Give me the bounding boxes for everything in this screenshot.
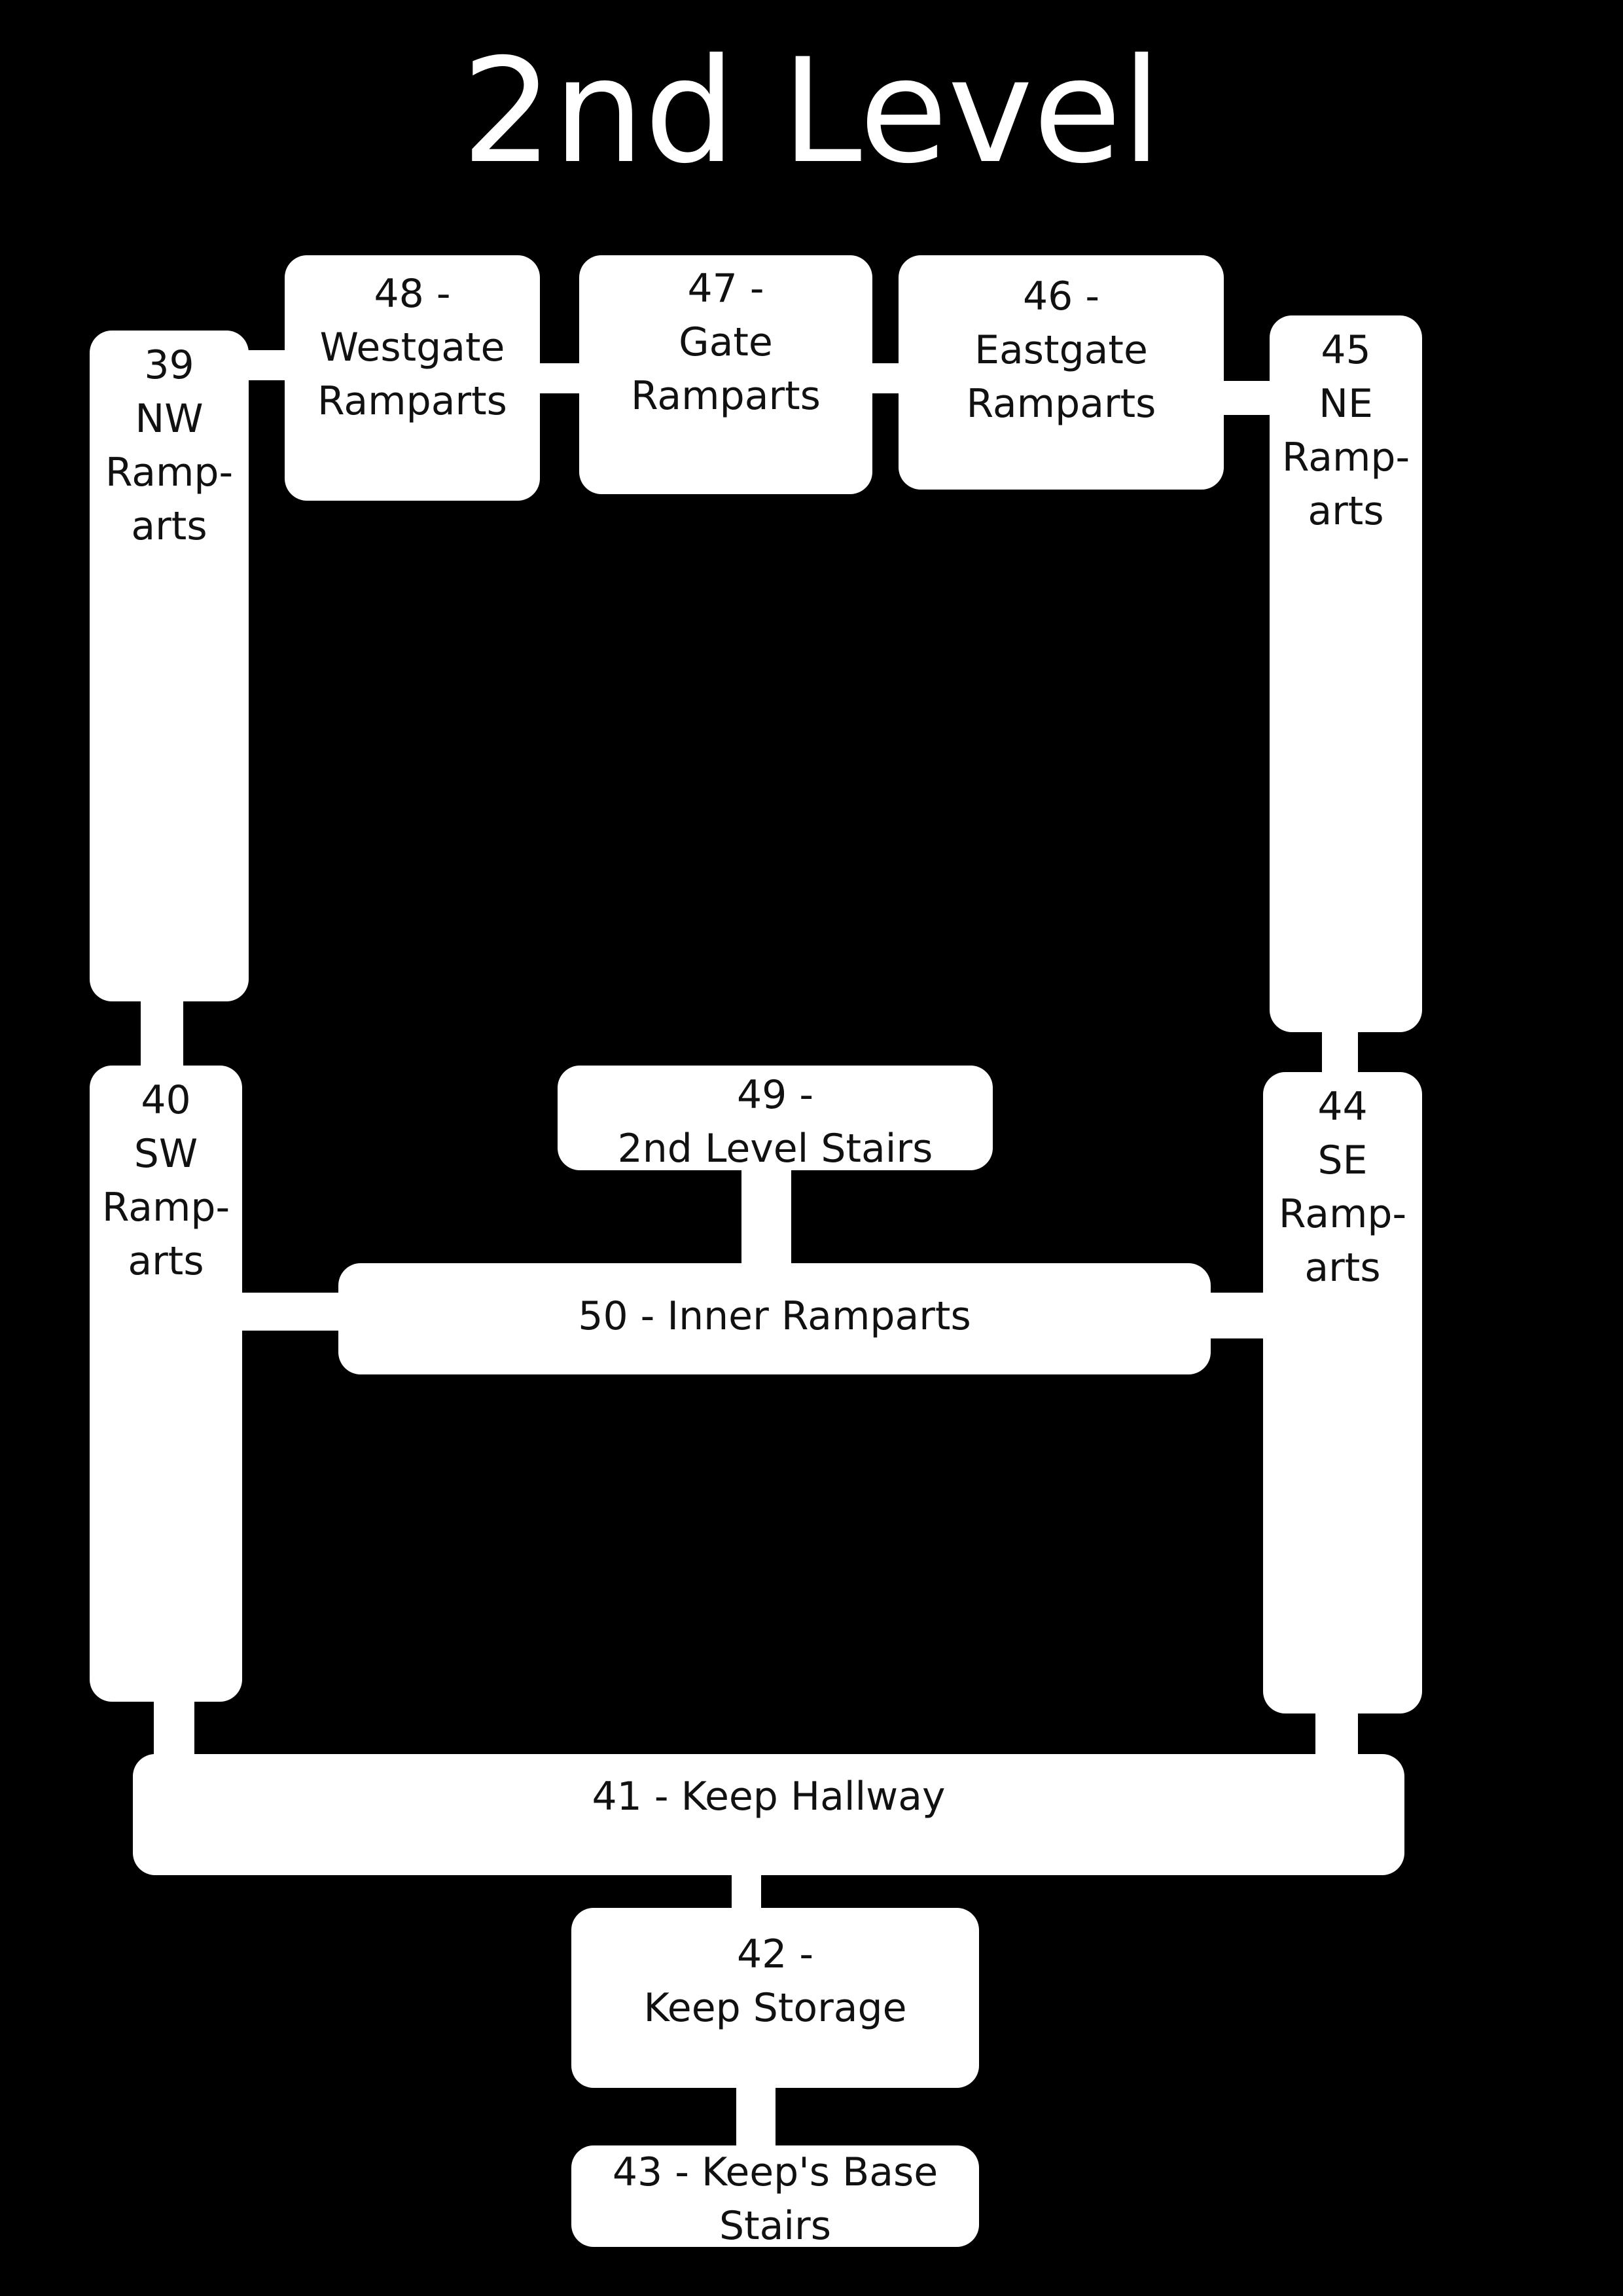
connector-39-40 (141, 998, 183, 1070)
connector-47-46 (869, 363, 902, 393)
room-44-se-ramparts: 44 SE Ramp- arts (1263, 1072, 1422, 1713)
room-40-sw-ramparts: 40 SW Ramp- arts (90, 1066, 242, 1702)
room-41-keep-hallway: 41 - Keep Hallway (133, 1754, 1404, 1875)
page-title: 2nd Level (461, 27, 1162, 195)
connector-45-44 (1322, 1031, 1358, 1077)
room-43-label: 43 - Keep's Base Stairs (612, 2149, 938, 2247)
room-39-nw-ramparts: 39 NW Ramp- arts (90, 331, 249, 1001)
room-40-label: 40 SW Ramp- arts (101, 1077, 230, 1284)
room-45-label: 45 NE Ramp- arts (1281, 327, 1410, 534)
room-42-keep-storage: 42 - Keep Storage (571, 1908, 979, 2088)
room-46-label: 46 - Eastgate Ramparts (966, 274, 1156, 427)
room-50-inner-ramparts: 50 - Inner Ramparts (338, 1263, 1211, 1374)
connector-40-41 (154, 1698, 194, 1764)
room-43-keeps-base-stairs: 43 - Keep's Base Stairs (571, 2145, 979, 2247)
room-41-label: 41 - Keep Hallway (592, 1774, 946, 1820)
connector-39-48 (242, 350, 288, 380)
room-47-gate-ramparts: 47 - Gate Ramparts (579, 255, 872, 494)
room-42-label: 42 - Keep Storage (643, 1931, 907, 2031)
room-44-label: 44 SE Ramp- arts (1278, 1084, 1407, 1291)
room-49-2nd-level-stairs: 49 - 2nd Level Stairs (558, 1066, 993, 1170)
connector-46-45 (1219, 381, 1274, 415)
room-47-label: 47 - Gate Ramparts (631, 266, 821, 419)
connector-41-42 (732, 1869, 761, 1911)
room-46-eastgate-ramparts: 46 - Eastgate Ramparts (899, 255, 1224, 490)
connector-50-44 (1204, 1293, 1270, 1338)
connector-49-50 (741, 1165, 791, 1270)
room-50-label: 50 - Inner Ramparts (578, 1293, 971, 1339)
room-49-label: 49 - 2nd Level Stairs (617, 1072, 933, 1170)
room-45-ne-ramparts: 45 NE Ramp- arts (1270, 315, 1422, 1032)
connector-48-47 (535, 363, 582, 393)
connector-40-50 (239, 1293, 350, 1331)
connector-42-43 (736, 2081, 776, 2147)
room-48-label: 48 - Westgate Ramparts (317, 271, 507, 424)
room-48-westgate-ramparts: 48 - Westgate Ramparts (285, 255, 540, 501)
room-39-label: 39 NW Ramp- arts (105, 342, 234, 549)
